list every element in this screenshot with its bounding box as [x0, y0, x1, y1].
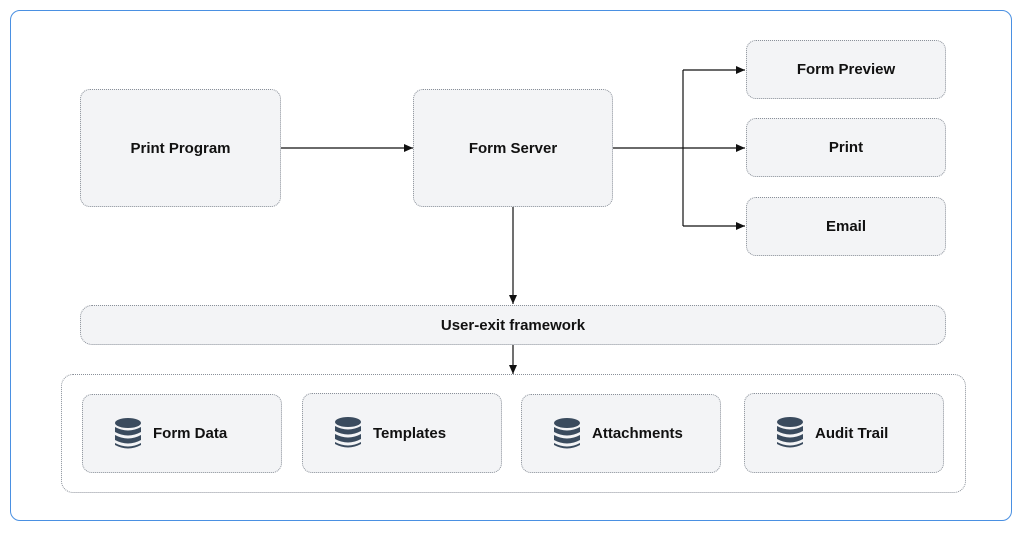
- store-label: Templates: [373, 424, 447, 442]
- store-label: Attachments: [592, 425, 683, 442]
- database-icon: [775, 416, 805, 450]
- database-icon: [113, 417, 143, 451]
- store-form-data: Form Data: [82, 394, 282, 473]
- store-label: Audit Trail: [815, 424, 889, 442]
- email-node: Email: [746, 197, 946, 256]
- user-exit-framework-node: User-exit framework: [80, 305, 946, 345]
- print-node: Print: [746, 118, 946, 177]
- store-label: Form Data: [153, 425, 228, 442]
- database-icon: [333, 416, 363, 450]
- store-templates: Templates: [302, 393, 502, 473]
- print-program-node: Print Program: [80, 89, 281, 207]
- form-server-label: Form Server: [468, 139, 558, 157]
- email-label: Email: [825, 218, 867, 235]
- database-icon: [552, 417, 582, 451]
- print-program-label: Print Program: [130, 139, 231, 157]
- store-attachments: Attachments: [521, 394, 721, 473]
- user-exit-framework-label: User-exit framework: [440, 316, 586, 334]
- data-stores-group: [61, 374, 966, 493]
- form-server-node: Form Server: [413, 89, 613, 207]
- store-audit-trail: Audit Trail: [744, 393, 944, 473]
- print-label: Print: [828, 139, 864, 156]
- form-preview-label: Form Preview: [796, 61, 896, 78]
- form-preview-node: Form Preview: [746, 40, 946, 99]
